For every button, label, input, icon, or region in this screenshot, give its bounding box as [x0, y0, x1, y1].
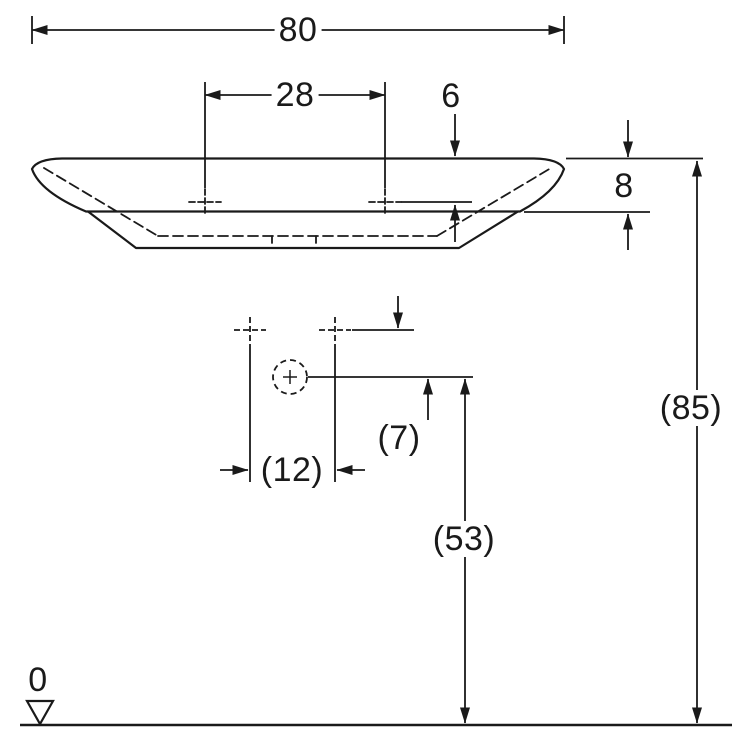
fixing-hole-left-mark [234, 317, 266, 343]
dimension-rim-height [524, 120, 703, 250]
dim-label-total-width: 80 [274, 12, 322, 48]
dimension-fixing-spacing [220, 344, 365, 482]
dim-label-drain-height: (53) [428, 521, 500, 557]
basin-hidden-edges [43, 167, 552, 244]
drain-hole-mark [272, 359, 308, 395]
ground-datum [20, 699, 732, 727]
dim-label-drain-offset: (7) [373, 420, 425, 456]
drain-hole-center-cross [283, 370, 297, 384]
basin-front-view [30, 157, 566, 250]
dim-label-tap-offset: 6 [437, 78, 465, 114]
dim-label-fixing-spacing: (12) [256, 452, 328, 488]
basin-lower-outline [86, 210, 520, 250]
tap-hole-right-mark [368, 188, 402, 216]
dim-label-rim-height: 8 [610, 168, 638, 204]
fixing-hole-right-mark [319, 317, 351, 343]
dimension-tap-offset [401, 112, 472, 242]
dim-label-tap-spacing: 28 [271, 77, 319, 113]
dim-label-datum: 0 [24, 662, 52, 698]
dim-label-total-height: (85) [655, 390, 727, 426]
mounting-detail [234, 296, 473, 395]
datum-triangle-icon [25, 699, 55, 727]
basin-rim-outline [30, 157, 566, 213]
tap-hole-left-mark [188, 188, 222, 216]
